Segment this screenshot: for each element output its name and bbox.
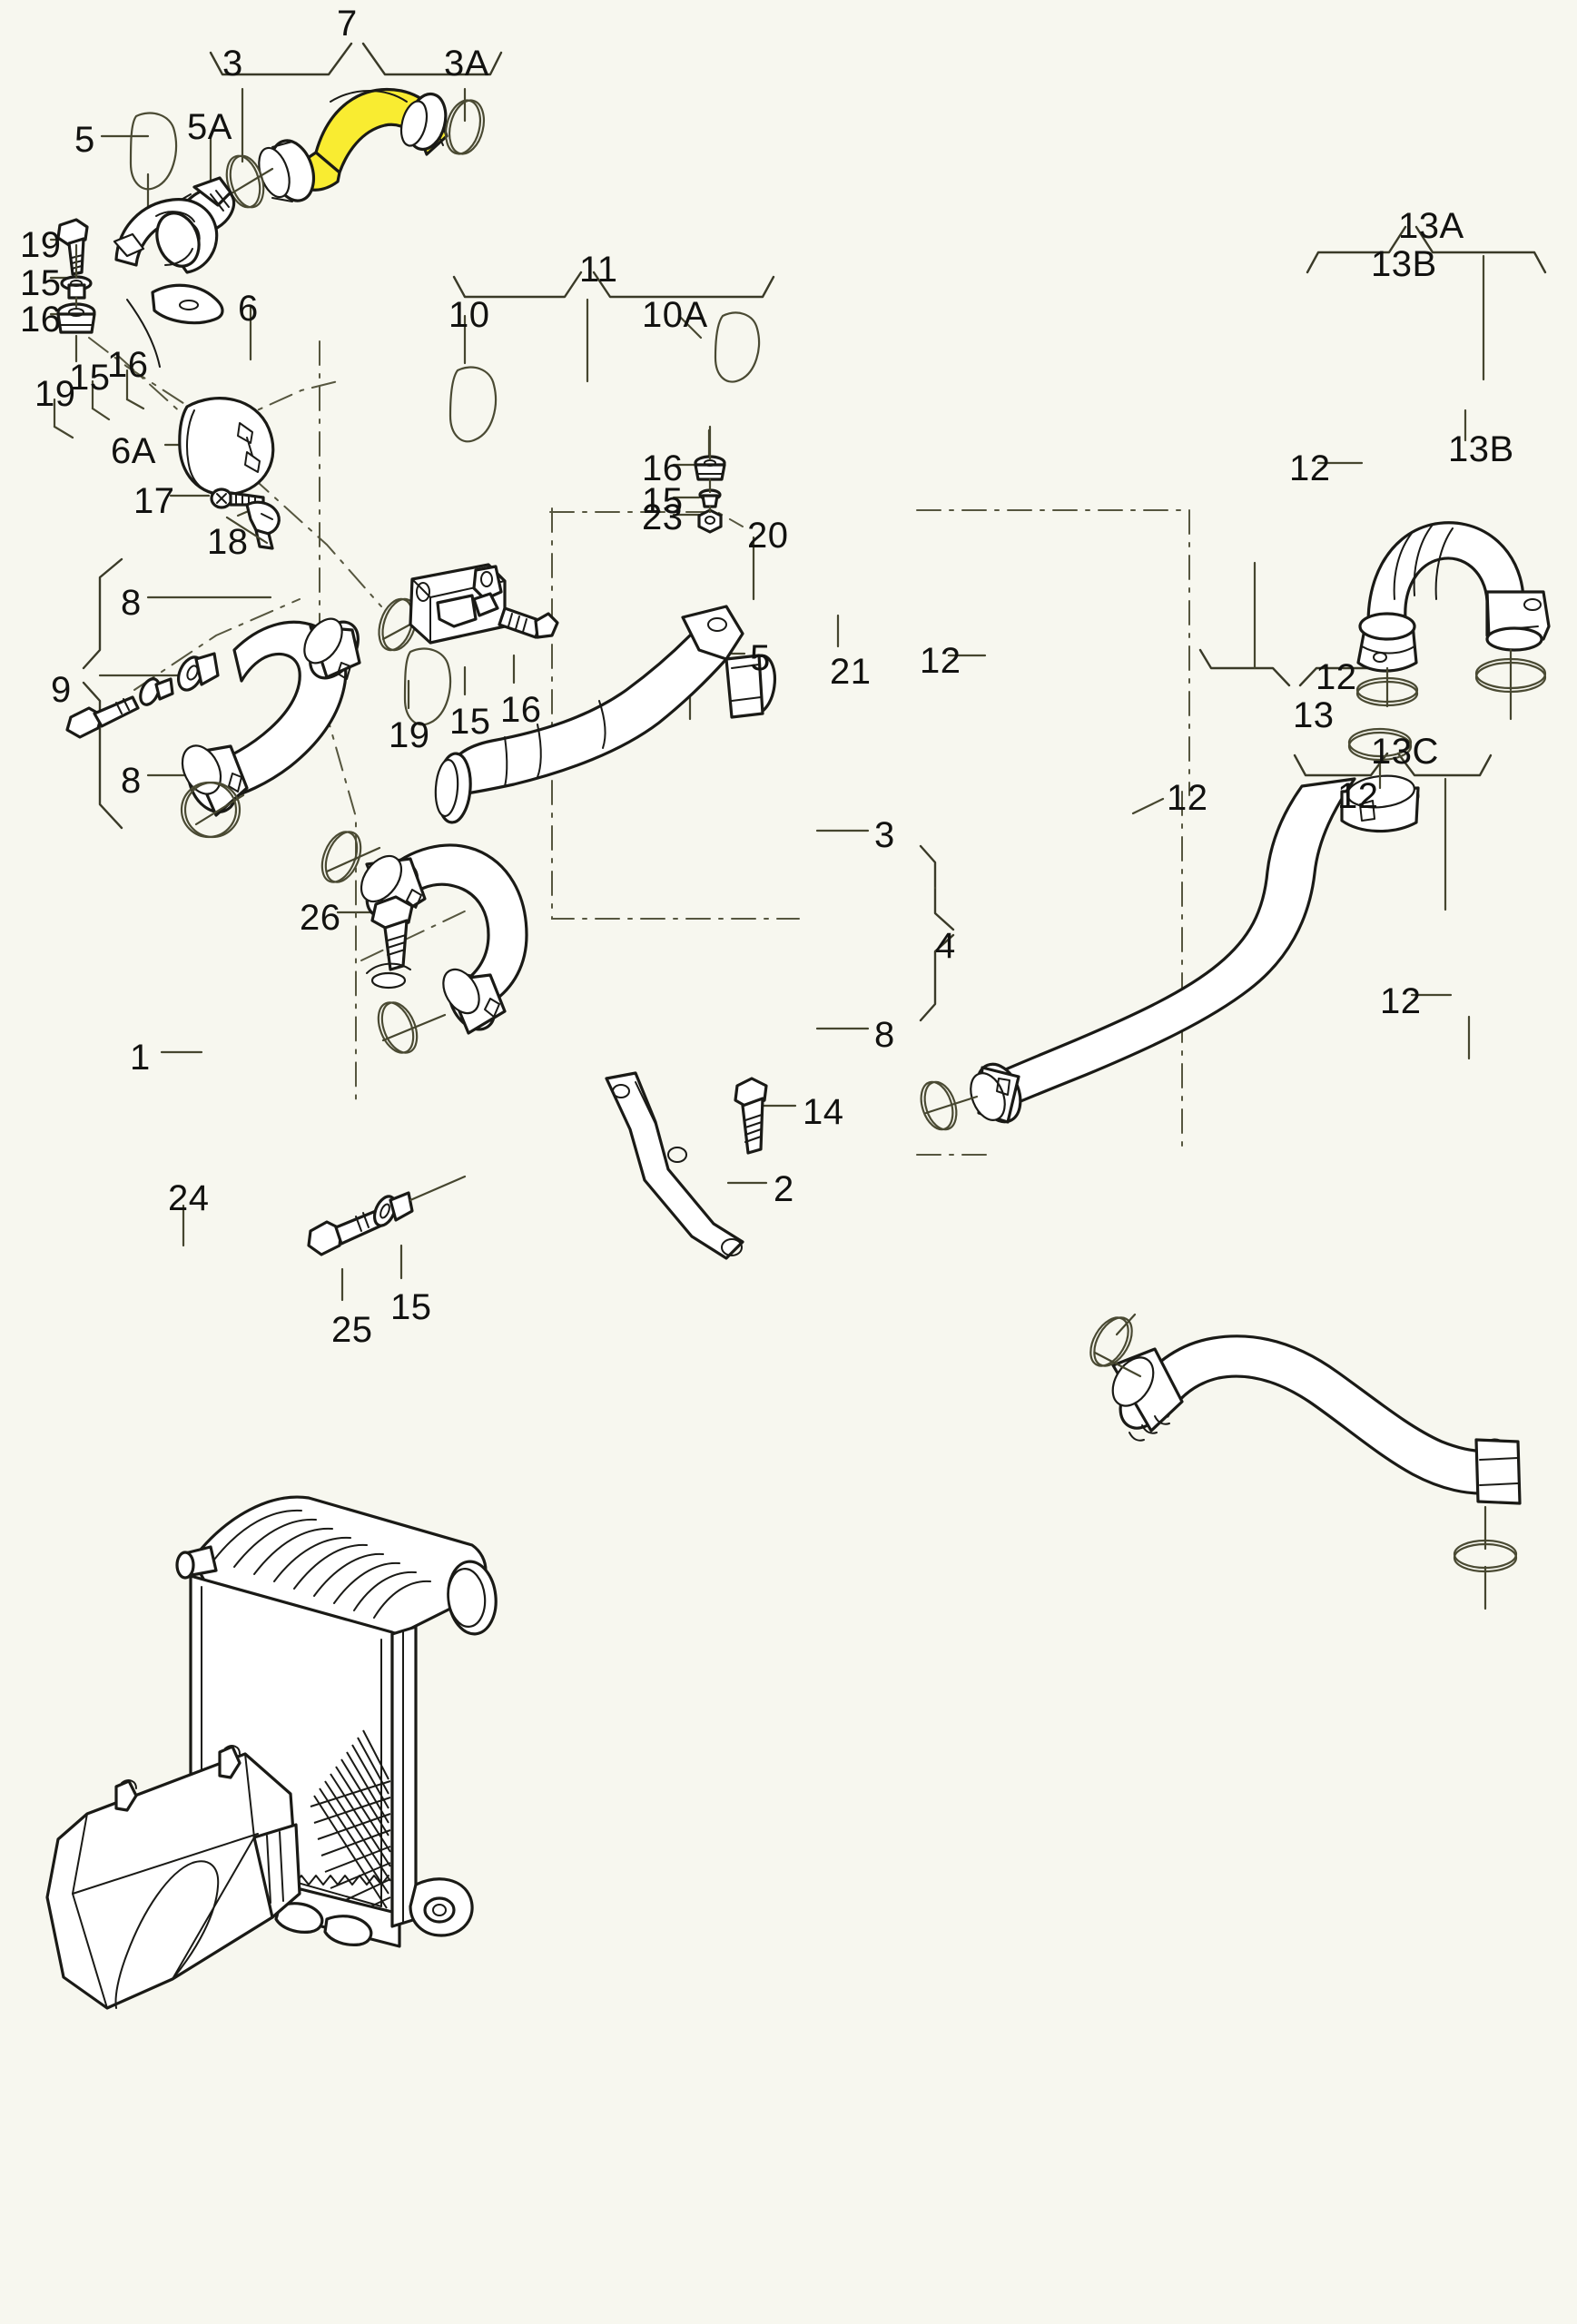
callout-18: 18 [207, 522, 249, 562]
fastener-stack-cover [45, 710, 56, 717]
callout-13: 13 [1293, 695, 1335, 735]
callout-3A: 3A [444, 44, 489, 84]
callout-15-d: 15 [449, 702, 491, 742]
callout-2: 2 [774, 1169, 794, 1209]
bolt-21 [498, 606, 559, 639]
callout-15-b: 15 [69, 358, 111, 398]
callout-5: 5 [74, 120, 95, 160]
bracket-20 [409, 563, 507, 645]
hose-4 [320, 831, 528, 1054]
callout-12-c: 12 [1316, 657, 1357, 697]
callout-19-c: 19 [389, 715, 430, 755]
fastener-stack-upper-left [56, 218, 96, 334]
callout-16-c: 16 [642, 448, 684, 488]
retaining-clip-5-outline [129, 112, 178, 191]
callout-4: 4 [935, 926, 956, 966]
callout-21: 21 [830, 652, 872, 692]
callout-8-b: 8 [121, 761, 142, 801]
callout-8-c: 8 [874, 1015, 895, 1055]
callout-7: 7 [337, 4, 358, 44]
callout-10A: 10A [642, 295, 708, 335]
callout-3: 3 [222, 44, 243, 84]
bolt-19-upper [56, 218, 89, 276]
callout-19-a: 19 [20, 225, 62, 265]
pipe-6 [113, 198, 224, 368]
retaining-clip-10A [714, 311, 761, 383]
grommet-16-upper [56, 302, 96, 334]
callout-16-b: 16 [107, 345, 149, 385]
callout-5A: 5A [187, 107, 232, 147]
bolt-19-cover [45, 710, 56, 717]
nut-23 [697, 508, 723, 534]
bolt-26 [370, 895, 414, 971]
connector-pipe-13A [1355, 521, 1551, 721]
callout-9: 9 [51, 670, 72, 710]
callout-13B-top: 13B [1371, 244, 1437, 284]
retaining-clip-10-outline [448, 366, 498, 443]
callout-25: 25 [331, 1310, 373, 1350]
callout-12-a: 12 [1289, 448, 1331, 488]
callout-5-b: 5 [750, 638, 771, 678]
callout-13A: 13A [1398, 206, 1464, 246]
assembly-guide-lines [88, 337, 1190, 1156]
hose-3-collar-right [399, 92, 448, 152]
callout-1: 1 [130, 1038, 151, 1078]
callout-15-e: 15 [390, 1287, 432, 1327]
callout-13B-right: 13B [1448, 429, 1514, 469]
cooler-mesh [310, 1729, 391, 1920]
callout-17: 17 [133, 481, 175, 521]
charge-air-cooler-1 [175, 895, 498, 1948]
washer-15-lower [372, 1175, 467, 1227]
callout-12-b: 12 [920, 641, 961, 681]
callout-10: 10 [448, 295, 490, 335]
retaining-clip-5-mid-outline [403, 647, 452, 726]
callout-6A: 6A [111, 431, 156, 471]
callout-15-a: 15 [20, 263, 62, 303]
callout-12-d: 12 [1167, 778, 1208, 818]
callout-13C: 13C [1371, 732, 1439, 772]
bracket-2 [605, 1071, 744, 1260]
callout-26: 26 [300, 898, 341, 938]
charge-air-pipe-10 [434, 605, 777, 824]
callout-8-a: 8 [121, 583, 142, 623]
callout-6: 6 [238, 289, 259, 329]
washer-15-upper [60, 275, 93, 300]
fastener-stack-right [694, 425, 726, 534]
air-duct-24 [45, 1745, 301, 2010]
callout-16-d: 16 [500, 690, 542, 730]
cover-6A [178, 397, 275, 497]
hose-3-collar-left [258, 139, 316, 202]
callout-14: 14 [803, 1092, 844, 1132]
oring-5A-ring [225, 154, 274, 209]
oring-3A [444, 99, 486, 155]
callout-24: 24 [168, 1178, 210, 1218]
cover-fastener-row [53, 398, 220, 739]
callout-23: 23 [642, 497, 684, 537]
bolt-25 [307, 1209, 383, 1256]
callout-19-b: 19 [34, 374, 76, 414]
hose-13C [1089, 1313, 1522, 1610]
callout-3-b: 3 [874, 815, 895, 855]
hose-13 [920, 727, 1420, 1131]
callout-20: 20 [747, 516, 789, 556]
sensor-18 [225, 500, 281, 550]
bolt-14 [734, 1077, 768, 1155]
grommet-16-right [694, 455, 726, 481]
callout-12-f: 12 [1380, 981, 1422, 1021]
callout-16-a: 16 [20, 300, 62, 340]
callout-11: 11 [579, 250, 618, 290]
callout-15-c: 15 [642, 481, 684, 521]
callout-12-e: 12 [1337, 776, 1379, 816]
